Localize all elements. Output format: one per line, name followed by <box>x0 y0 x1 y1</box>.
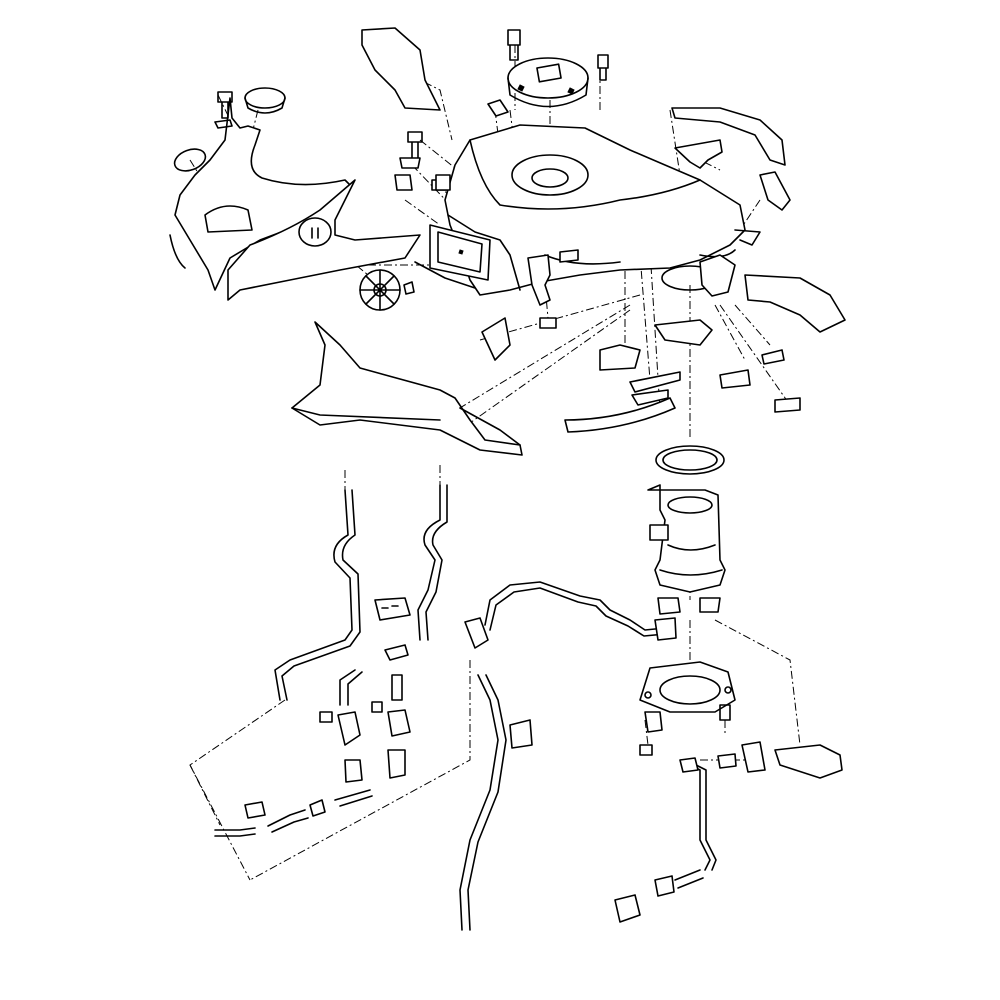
clamp-icon <box>387 709 411 737</box>
fuel-line-lower-right <box>614 704 843 923</box>
clamp-icon <box>337 711 361 746</box>
bolt-icon <box>507 29 521 61</box>
side-cover-left <box>169 87 351 291</box>
breather-hoses <box>274 484 448 706</box>
clamp-icon <box>384 644 409 661</box>
emblem <box>359 269 415 311</box>
drain-hose <box>459 674 507 931</box>
fuel-cap-icon <box>699 254 736 297</box>
bolt-icon <box>407 131 423 161</box>
hose-icon <box>417 484 441 641</box>
bolt-icon <box>371 701 383 713</box>
pump-gasket-plate <box>639 661 736 713</box>
hose-icon <box>274 489 353 701</box>
bolt-icon <box>319 711 333 723</box>
fairing-panel-left <box>227 179 421 301</box>
hose-fittings <box>214 644 533 837</box>
fuel-cap-icon <box>244 87 286 109</box>
clamp-icon <box>644 711 663 733</box>
bolt-icon <box>719 704 731 721</box>
bracket-relay-box <box>414 174 491 289</box>
bolt-icon <box>597 54 609 81</box>
lower-shroud-panel <box>291 321 523 456</box>
side-cover-right <box>671 107 846 333</box>
fuel-tank-main <box>444 124 761 296</box>
hose-icon <box>339 669 356 706</box>
rubber-damper-top-left <box>361 27 441 111</box>
bolt-icon <box>217 91 233 119</box>
bolt-icon <box>639 744 653 756</box>
tank-pads <box>481 317 801 433</box>
hose-icon <box>459 674 499 931</box>
fuel-pump-icon <box>647 484 726 593</box>
fuel-cap-assembly <box>487 29 609 117</box>
pump-outlet-hose <box>464 581 677 649</box>
fuel-pump-assembly <box>647 445 726 615</box>
hose-icon <box>689 764 711 871</box>
hose-icon <box>484 581 666 631</box>
hose-icon <box>334 789 373 807</box>
clamp-icon <box>374 597 411 621</box>
fuel-cock <box>527 249 579 329</box>
hose-icon <box>267 809 309 833</box>
